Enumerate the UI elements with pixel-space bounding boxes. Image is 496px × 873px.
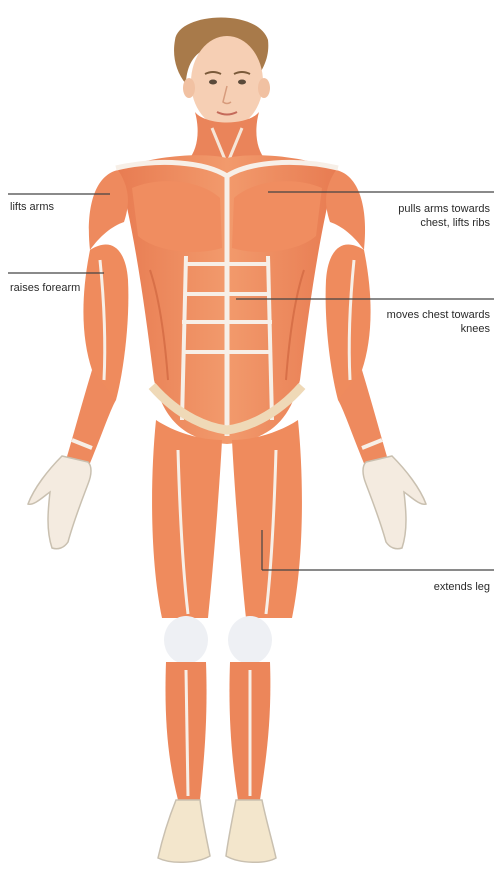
head	[174, 17, 270, 128]
label-extends-leg: extends leg	[434, 580, 490, 594]
label-moves-chest: moves chest towards knees	[387, 308, 490, 336]
right-deltoid	[326, 170, 365, 250]
left-knee	[164, 616, 208, 664]
right-foot	[226, 800, 276, 862]
right-hand	[363, 456, 426, 549]
label-pulls-arms-line2: chest, lifts ribs	[398, 216, 490, 230]
label-raises-forearm: raises forearm	[10, 281, 80, 295]
label-moves-chest-line2: knees	[387, 322, 490, 336]
left-foot	[158, 800, 210, 862]
label-pulls-arms-line1: pulls arms towards	[398, 202, 490, 216]
left-leg	[152, 420, 222, 862]
left-deltoid	[89, 170, 128, 250]
right-knee	[228, 616, 272, 664]
right-leg	[226, 420, 302, 862]
right-arm	[326, 245, 426, 549]
label-pulls-arms: pulls arms towards chest, lifts ribs	[398, 202, 490, 230]
torso	[89, 155, 365, 444]
left-hand	[28, 456, 91, 549]
label-lifts-arms: lifts arms	[10, 200, 54, 214]
label-moves-chest-line1: moves chest towards	[387, 308, 490, 322]
